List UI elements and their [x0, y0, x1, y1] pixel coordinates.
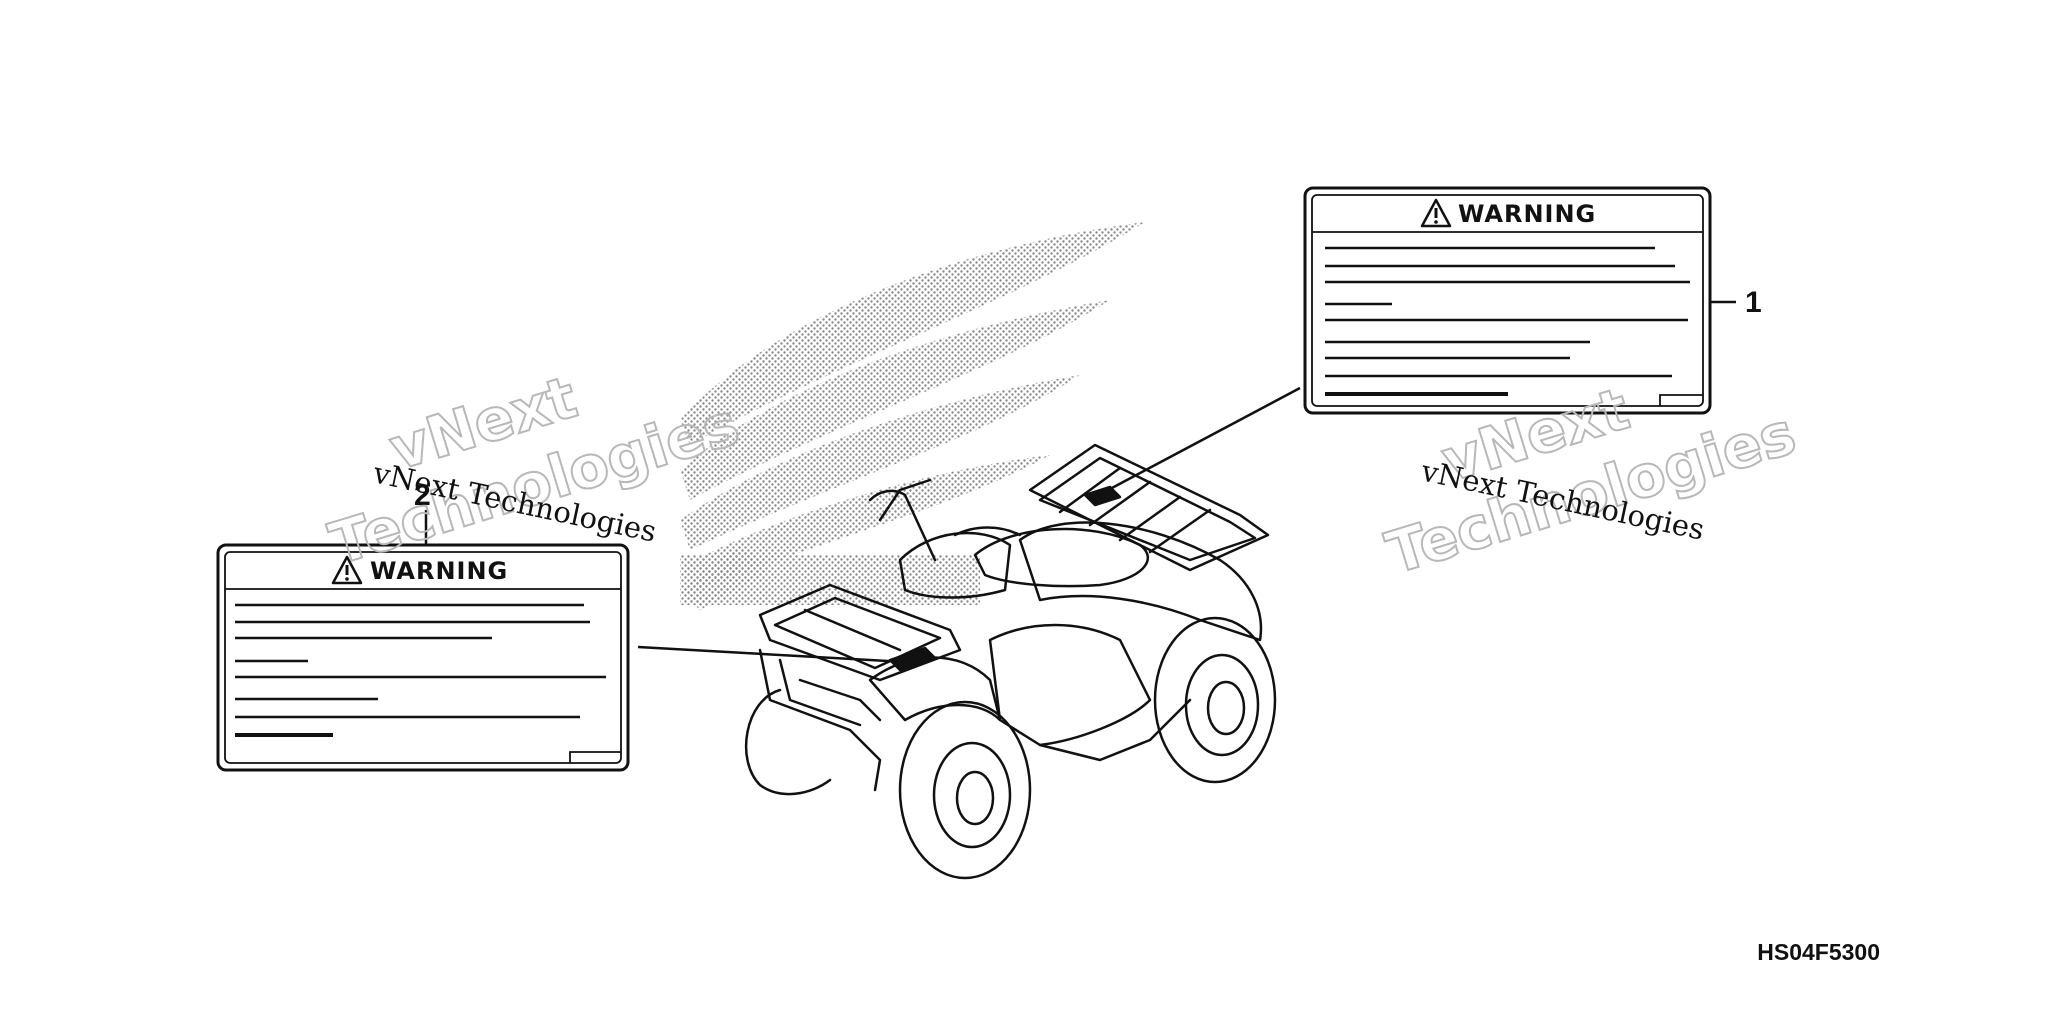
wing-emblem — [680, 222, 1145, 610]
warning-label-1-title: WARNING — [1458, 200, 1596, 228]
warning-label-1: WARNING — [1303, 186, 1712, 415]
warning-label-2-text-lines — [235, 603, 606, 737]
warning-triangle-icon — [331, 555, 363, 585]
warning-label-2: WARNING — [216, 543, 630, 772]
watermark-left: vNext Technologies vNext Technologies — [321, 362, 747, 579]
callout-2: 2 — [414, 479, 431, 512]
warning-triangle-icon — [1420, 198, 1452, 228]
diagram-code: HS04F5300 — [1757, 939, 1880, 965]
callout-1: 1 — [1745, 286, 1762, 319]
warning-label-1-text-lines — [1325, 246, 1690, 396]
atv-illustration — [745, 443, 1277, 880]
warning-label-2-title: WARNING — [370, 557, 508, 585]
